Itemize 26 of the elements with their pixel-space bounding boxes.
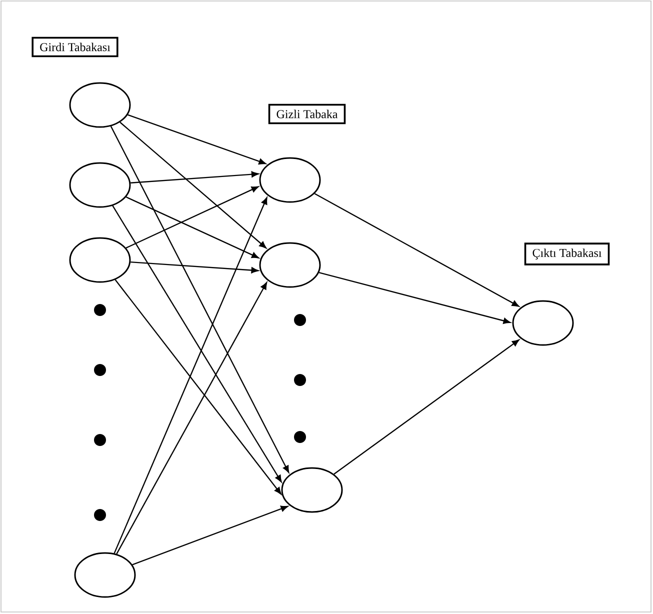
- arrow: [126, 186, 259, 248]
- arrow: [132, 506, 288, 566]
- arrow: [120, 122, 266, 248]
- neuron-circle: [69, 162, 131, 208]
- arrow: [116, 282, 268, 554]
- neuron-circle: [74, 552, 136, 598]
- arrow: [110, 126, 290, 473]
- neuron-circle: [259, 157, 321, 203]
- layer-label-box: Çıktı Tabakası: [524, 242, 610, 266]
- arrow: [128, 114, 266, 164]
- arrow: [126, 196, 259, 258]
- layer-label-box: Gizli Tabaka: [268, 104, 346, 124]
- arrow: [130, 171, 259, 184]
- arrow: [334, 339, 520, 475]
- arrow: [114, 279, 282, 494]
- neuron-circle: [259, 242, 321, 288]
- arrow: [318, 272, 511, 324]
- arrow: [130, 261, 258, 274]
- neuron-circle: [69, 82, 131, 128]
- neuron-circle: [281, 467, 343, 513]
- neuron-circle: [512, 300, 574, 346]
- neuron-circle: [69, 237, 131, 283]
- layer-label-box: Girdi Tabakası: [32, 36, 118, 58]
- arrow: [114, 197, 268, 554]
- arrow: [314, 193, 520, 307]
- arrow: [112, 205, 282, 482]
